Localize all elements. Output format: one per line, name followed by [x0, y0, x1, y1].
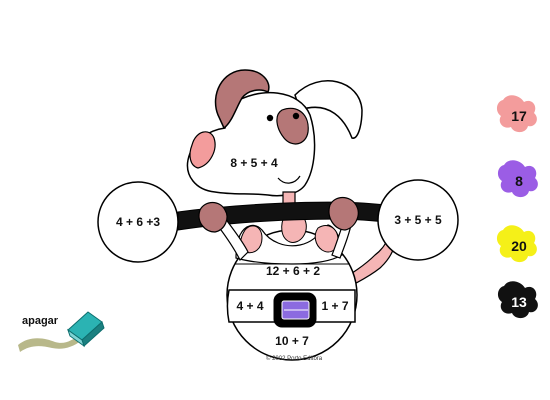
eraser-icon — [67, 311, 105, 348]
right-plate[interactable] — [377, 179, 459, 261]
eraser-tool[interactable] — [18, 311, 105, 352]
palette-value-13: 13 — [511, 294, 527, 310]
dog-nose[interactable] — [189, 131, 216, 169]
palette-value-20: 20 — [511, 238, 527, 254]
palette-splat-20[interactable]: 20 — [496, 225, 537, 263]
palette-value-17: 17 — [511, 108, 527, 124]
palette-splat-8[interactable]: 8 — [497, 160, 538, 198]
copyright-text: © 2002 Porto Editora — [266, 356, 323, 362]
palette-splat-17[interactable]: 17 — [496, 95, 537, 133]
left-plate[interactable] — [97, 181, 179, 263]
dog-right-eye — [292, 112, 300, 120]
dog-right-paw[interactable] — [328, 196, 359, 231]
sum-belly-bottom: 10 + 7 — [275, 334, 309, 348]
sum-left-plate: 4 + 6 +3 — [116, 215, 160, 229]
sum-belt-left: 4 + 4 — [236, 299, 263, 313]
dog-right-ear[interactable] — [294, 80, 363, 139]
sum-belt-right: 1 + 7 — [321, 299, 348, 313]
dog-right-shoulder[interactable] — [314, 225, 339, 253]
eraser-label[interactable]: apagar — [22, 315, 59, 327]
dog-left-paw[interactable] — [198, 201, 228, 233]
eraser-smudge — [18, 335, 82, 352]
dog-left-eye — [266, 114, 274, 122]
sum-belly-top: 12 + 6 + 2 — [266, 264, 320, 278]
dog-mouth — [277, 175, 301, 184]
sum-face: 8 + 5 + 4 — [230, 156, 278, 170]
sum-right-plate: 3 + 5 + 5 — [394, 213, 442, 227]
palette-splat-13[interactable]: 13 — [497, 281, 538, 319]
dog-left-arm[interactable] — [214, 217, 249, 262]
dog-eye-patch[interactable] — [276, 107, 309, 145]
dog-left-ear[interactable] — [214, 69, 270, 130]
palette-value-8: 8 — [515, 173, 523, 189]
